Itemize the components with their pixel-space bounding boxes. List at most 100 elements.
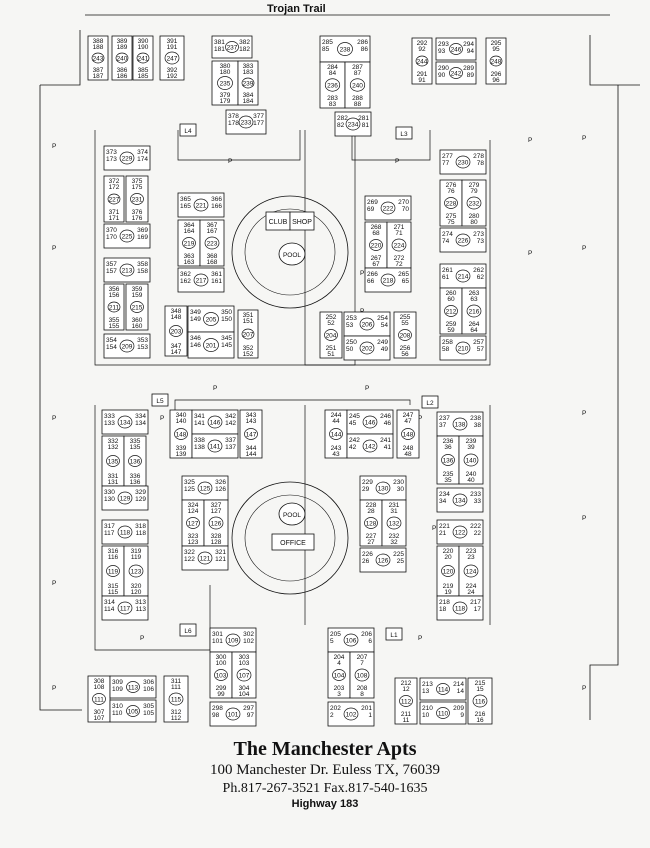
building-number-circle [203, 312, 219, 326]
building-number-circle [343, 633, 359, 647]
unit-number: 90 [438, 72, 446, 79]
building-number: 148 [403, 431, 414, 438]
unit-number: 39 [467, 444, 475, 451]
building-outline [319, 61, 346, 109]
unit-number: 102 [243, 638, 254, 645]
parking-label: P [395, 158, 399, 165]
building-number: 132 [389, 520, 400, 527]
building-number: 244 [417, 58, 428, 65]
building-number: 147 [246, 431, 257, 438]
laundry-label: L3 [400, 131, 408, 138]
building-number: 225 [122, 233, 133, 240]
parking-label: P [160, 415, 164, 422]
unit-number: 172 [109, 184, 120, 191]
parking-label: P [213, 385, 217, 392]
unit-number: 275 [446, 213, 457, 220]
unit-number: 133 [104, 420, 115, 427]
building-number: 233 [241, 119, 252, 126]
unit-number: 89 [467, 72, 475, 79]
unit-number: 391 [167, 38, 178, 45]
building-number-circle [107, 193, 121, 205]
building-number-circle [359, 317, 375, 331]
unit-number: 379 [220, 92, 231, 99]
unit-number: 346 [190, 335, 201, 342]
unit-number: 131 [108, 479, 119, 486]
unit-number: 51 [327, 351, 335, 358]
unit-number: 157 [106, 268, 117, 275]
unit-number: 7 [360, 660, 364, 667]
unit-number: 309 [112, 679, 123, 686]
building-number: 135 [108, 458, 119, 465]
unit-number: 21 [439, 530, 447, 537]
unit-number: 291 [417, 71, 428, 78]
unit-number: 280 [469, 213, 480, 220]
unit-number: 96 [492, 77, 500, 84]
unit-number: 211 [401, 711, 412, 718]
unit-number: 179 [220, 98, 231, 105]
building-number: 237 [227, 44, 238, 51]
unit-number: 136 [130, 479, 141, 486]
unit-number: 322 [184, 549, 195, 556]
parking-label: P [528, 250, 532, 257]
unit-number: 127 [211, 508, 222, 515]
unit-number: 138 [194, 444, 205, 451]
building-number: 208 [400, 332, 411, 339]
building-number: 239 [243, 80, 254, 87]
unit-number: 9 [460, 712, 464, 719]
unit-number: 236 [443, 438, 454, 445]
laundry-box [151, 393, 169, 407]
building-number-circle [324, 329, 338, 341]
building-number: 146 [365, 419, 376, 426]
building-number-circle [324, 78, 341, 92]
unit-number: 338 [194, 437, 205, 444]
unit-number: 29 [362, 486, 370, 493]
parking-label: P [52, 685, 56, 692]
club-label: CLUB [269, 219, 288, 226]
laundry-label: L5 [156, 398, 164, 405]
building-number: 217 [196, 277, 207, 284]
unit-number: 63 [470, 296, 478, 303]
unit-number: 241 [380, 437, 391, 444]
unit-number: 32 [390, 539, 398, 546]
building-number-circle [119, 263, 135, 277]
unit-number: 141 [194, 420, 205, 427]
unit-number: 213 [422, 681, 433, 688]
unit-number: 149 [190, 316, 201, 323]
building-number-circle [169, 325, 183, 337]
unit-number: 117 [104, 530, 115, 537]
building-number: 136 [443, 457, 454, 464]
unit-number: 14 [457, 688, 465, 695]
unit-number: 368 [207, 253, 218, 260]
building-number-circle [452, 601, 468, 615]
building-outline [344, 61, 371, 109]
unit-number: 277 [442, 153, 453, 160]
unit-number: 276 [446, 182, 457, 189]
building-number: 222 [383, 205, 394, 212]
building-outline [123, 545, 149, 597]
building-number-circle [106, 455, 120, 467]
unit-number: 336 [130, 473, 141, 480]
building-number: 108 [357, 672, 368, 679]
building-number: 127 [188, 520, 199, 527]
unit-number: 17 [474, 606, 482, 613]
building-number-circle [415, 55, 429, 67]
unit-number: 372 [109, 178, 120, 185]
building-number-circle [119, 151, 135, 165]
unit-number: 72 [395, 261, 403, 268]
building-number-circle [452, 417, 468, 431]
unit-number: 60 [447, 296, 455, 303]
unit-number: 167 [207, 228, 218, 235]
unit-number: 70 [402, 206, 410, 213]
building-number: 114 [438, 686, 449, 693]
unit-number: 296 [491, 71, 502, 78]
unit-number: 289 [463, 65, 474, 72]
unit-number: 366 [211, 196, 222, 203]
unit-number: 35 [444, 477, 452, 484]
